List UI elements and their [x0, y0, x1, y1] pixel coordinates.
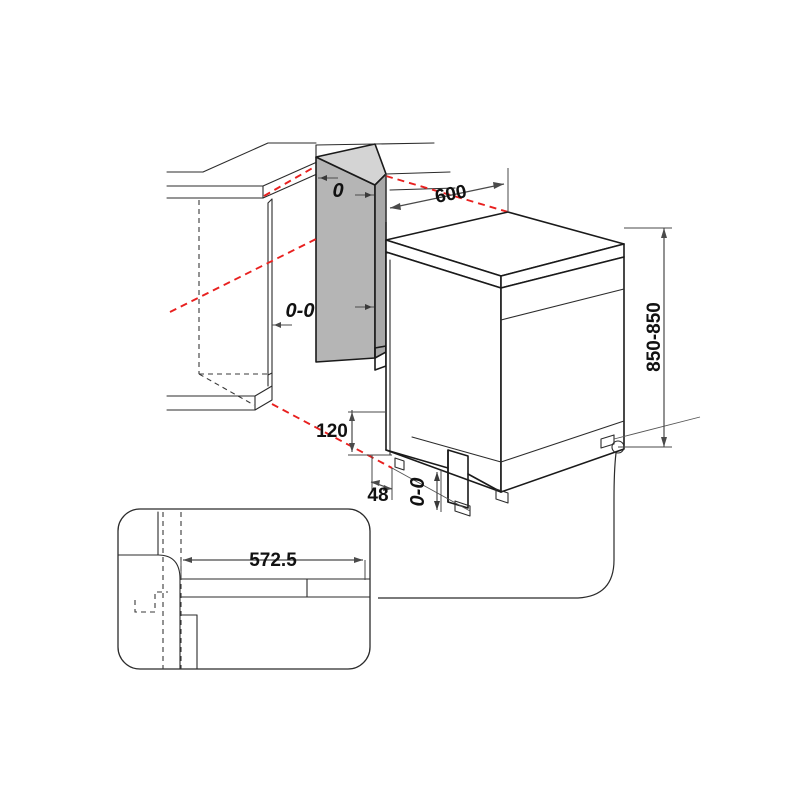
cabinet-side-top-edge [267, 198, 273, 204]
foot-rear-right [600, 434, 615, 449]
dimension-600-group: 600 [385, 168, 509, 222]
callout-leader-curve [378, 452, 617, 599]
section-panel-right-edge [374, 173, 387, 359]
foot-front-left [394, 457, 405, 471]
dimension-label-48: 48 [367, 485, 388, 506]
section-label-panel-top: 0 [332, 180, 343, 202]
axis-line-upper-right [385, 175, 509, 213]
axis-line-upper-left [263, 165, 317, 197]
detail-dim-arrowhead-left [183, 557, 192, 563]
worktop-right-chamfer-lower [262, 173, 318, 199]
left-cabinet-group [166, 142, 318, 411]
detail-dim-arrowhead-right [354, 557, 363, 563]
dim600-arrowhead-left [390, 203, 401, 210]
axis-line-mid-left [169, 238, 317, 313]
dim850-arrowhead-bottom [661, 437, 667, 447]
detail-outer-frame [117, 508, 371, 670]
floor-line-front [391, 467, 471, 512]
dim600-arrowhead-right [493, 182, 504, 189]
cabinet-plinth-bottom [166, 399, 273, 411]
cabinet-plinth-top [166, 385, 273, 397]
panel-upper-top-edge-right [374, 142, 435, 145]
detail-corner-radius [157, 554, 181, 580]
cabinet-side-arrowhead [274, 322, 281, 328]
worktop-right-chamfer-upper [262, 161, 318, 187]
cabinet-side-bottom-edge [267, 372, 273, 376]
detail-dashed-hook [134, 591, 168, 613]
gray-section-panel-group: 0 0-0 [286, 142, 456, 371]
foot-gap-arrowhead-bottom [434, 501, 440, 510]
dimension-label-600: 600 [433, 181, 468, 208]
panel-arrowhead-left-upper [320, 175, 327, 181]
dishwasher-side-face [500, 256, 625, 493]
dimension-label-572-5: 572.5 [249, 550, 297, 571]
dim120-arrowhead-lower [349, 443, 355, 452]
dishwasher-front-face [385, 251, 502, 493]
dimension-120-group: 120 [316, 410, 392, 456]
section-label-panel-side: 0-0 [286, 300, 315, 322]
panel-arrowhead-right-upper [365, 192, 372, 198]
worktop-top-left [202, 142, 317, 173]
foot-gap-section-label-group: 0-0 [407, 470, 442, 512]
dim850-arrowhead-top [661, 228, 667, 238]
section-panel-face [315, 156, 376, 363]
panel-arrowhead-right-mid [365, 304, 372, 310]
dimension-850-group: 850-850 [618, 227, 672, 448]
dishwasher-body-group [378, 211, 701, 599]
dimension-48-group: 48 [367, 455, 393, 506]
panel-top-right-extension [385, 171, 451, 175]
dim120-arrowhead-upper [349, 412, 355, 421]
panel-top-right-extension-2 [389, 187, 456, 191]
plan-detail-view-group: 572.5 [117, 508, 371, 670]
dimension-label-120: 120 [316, 421, 348, 442]
dishwasher-kickplate-seam-front [411, 436, 502, 463]
cabinet-hidden-diagonal [198, 373, 255, 406]
dishwasher-kickplate-seam-side [500, 420, 625, 463]
section-label-foot-gap: 0-0 [407, 478, 429, 507]
dimension-label-850: 850-850 [644, 302, 665, 372]
floor-line-right [613, 416, 701, 440]
dim48-arrowhead-left [371, 480, 380, 486]
dim600-line [389, 183, 505, 209]
foot-gap-arrowhead-top [434, 472, 440, 481]
dishwasher-control-panel-seam [500, 288, 625, 321]
dim48-arrowhead-right [383, 485, 392, 491]
dishwasher-lower-front-left [385, 449, 449, 469]
foot-front-center [454, 500, 471, 517]
foot-front-right [495, 488, 509, 504]
panel-upper-top-edge [315, 143, 376, 146]
